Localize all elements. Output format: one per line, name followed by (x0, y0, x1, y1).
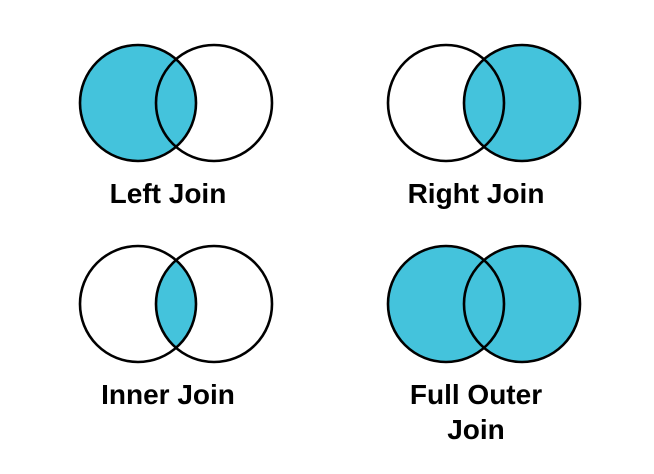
left-circle-outline (78, 244, 198, 364)
venn-diagram-full-outer-join (366, 241, 586, 371)
venn-svg (78, 244, 274, 364)
right-circle-outline (462, 43, 582, 163)
venn-cell-full-outer-join: Full Outer Join (366, 241, 586, 447)
right-circle-fill (464, 45, 580, 161)
venn-diagram-inner-join (58, 241, 278, 371)
left-circle-outline (78, 43, 198, 163)
intersection-region-fill (156, 260, 196, 348)
right-circle-fill (464, 246, 580, 362)
venn-label-right-join: Right Join (407, 178, 545, 209)
venn-cell-inner-join: Inner Join (58, 241, 278, 412)
venn-diagram-left-join (58, 40, 278, 170)
venn-label-left-join: Left Join (109, 178, 227, 209)
venn-svg (386, 244, 582, 364)
venn-svg (78, 43, 274, 163)
venn-label-inner-join: Inner Join (101, 379, 235, 410)
venn-svg (386, 43, 582, 163)
right-circle-outline (154, 43, 274, 163)
right-circle-outline (462, 244, 582, 364)
right-circle-outline (154, 244, 274, 364)
venn-cell-left-join: Left Join (58, 40, 278, 211)
venn-label-full-outer-join: Full Outer Join (409, 379, 543, 445)
venn-cell-right-join: Right Join (366, 40, 586, 211)
venn-diagram-right-join (366, 40, 586, 170)
left-circle-outline (386, 244, 506, 364)
left-circle-outline (386, 43, 506, 163)
left-circle-fill (80, 45, 196, 161)
